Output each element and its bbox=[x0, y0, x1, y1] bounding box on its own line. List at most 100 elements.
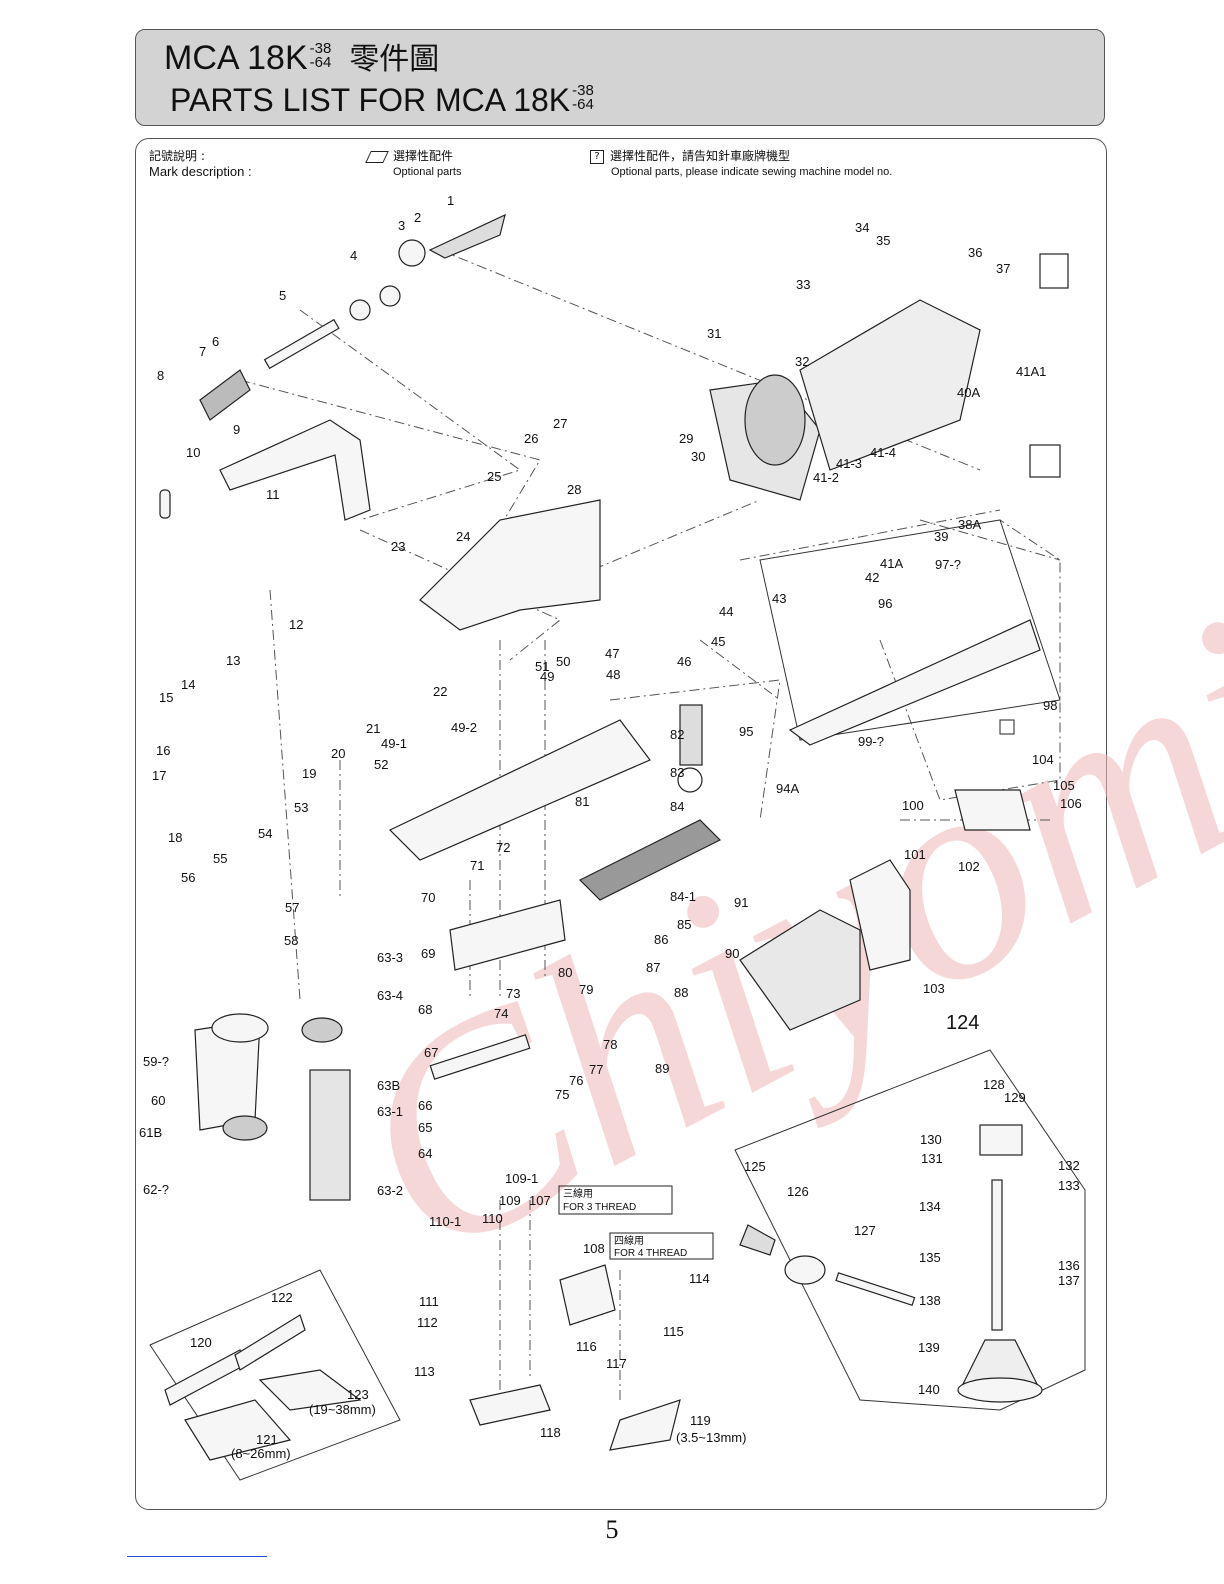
part-label: 125 bbox=[744, 1159, 766, 1174]
part-label: 46 bbox=[677, 654, 691, 669]
part-label: 105 bbox=[1053, 778, 1075, 793]
blade-121-part bbox=[184, 1399, 292, 1461]
bearing-part bbox=[349, 299, 371, 321]
part-label: 52 bbox=[374, 757, 388, 772]
part-label: 126 bbox=[787, 1184, 809, 1199]
bracket-105-part bbox=[954, 789, 1031, 831]
part-label: 63-1 bbox=[377, 1104, 403, 1119]
part-label: 97-? bbox=[935, 557, 961, 572]
part-label: 28 bbox=[567, 482, 581, 497]
part-label: 90 bbox=[725, 946, 739, 961]
part-label: 12 bbox=[289, 617, 303, 632]
part-label: 62-? bbox=[143, 1182, 169, 1197]
part-label: 137 bbox=[1058, 1273, 1080, 1288]
part-label: 60 bbox=[151, 1093, 165, 1108]
blade-123-part bbox=[258, 1369, 362, 1411]
part-label: 9 bbox=[233, 422, 240, 437]
part-label: 80 bbox=[558, 965, 572, 980]
part-label: 117 bbox=[606, 1356, 627, 1371]
part-label: 32 bbox=[795, 354, 809, 369]
title-chinese: 零件圖 bbox=[349, 42, 440, 77]
part-label: 109-1 bbox=[505, 1171, 538, 1186]
part-label: 84-1 bbox=[670, 889, 696, 904]
part-label: 33 bbox=[796, 277, 810, 292]
part-label: 26 bbox=[524, 431, 538, 446]
part-label: 49-1 bbox=[381, 736, 407, 751]
part-label: 59-? bbox=[143, 1054, 169, 1069]
part-label: 83 bbox=[670, 765, 684, 780]
part-label: 71 bbox=[470, 858, 484, 873]
part-label: 31 bbox=[707, 326, 721, 341]
part-label: 4 bbox=[350, 248, 357, 263]
part-label: 41-3 bbox=[836, 456, 862, 471]
part-label: 20 bbox=[331, 746, 345, 761]
part-label: 41A bbox=[880, 556, 903, 571]
part-label: 10 bbox=[186, 445, 200, 460]
part-label: 132 bbox=[1058, 1158, 1080, 1173]
spool-126-part bbox=[784, 1255, 826, 1285]
part-label: 25 bbox=[487, 469, 501, 484]
part-label: 86 bbox=[654, 932, 668, 947]
part-label: 78 bbox=[603, 1037, 617, 1052]
part-label: 75 bbox=[555, 1087, 569, 1102]
part-label: 63-4 bbox=[377, 988, 403, 1003]
part-label: 133 bbox=[1058, 1178, 1080, 1193]
part-label: 27 bbox=[553, 416, 567, 431]
blade-122-part bbox=[234, 1314, 306, 1371]
part-label: 47 bbox=[605, 646, 619, 661]
part-label: 128 bbox=[983, 1077, 1005, 1092]
question-box-icon: ? bbox=[590, 149, 604, 164]
parts-drawings bbox=[159, 213, 1069, 1461]
part-label: 139 bbox=[918, 1340, 940, 1355]
part-label: 108 bbox=[583, 1241, 605, 1256]
part-label: 84 bbox=[670, 799, 684, 814]
part-label: 124 bbox=[946, 1012, 979, 1034]
part-label: 76 bbox=[569, 1073, 583, 1088]
part-label: 138 bbox=[919, 1293, 941, 1308]
part-label: 79 bbox=[579, 982, 593, 997]
part-label: 120 bbox=[190, 1335, 212, 1350]
rod-127-part bbox=[835, 1272, 916, 1306]
title-variants: -38-64 bbox=[572, 82, 594, 113]
part-label: 122 bbox=[271, 1290, 293, 1305]
part-label: 41-2 bbox=[813, 470, 839, 485]
part-label: (8~26mm) bbox=[231, 1446, 291, 1461]
question-box bbox=[999, 719, 1015, 735]
part-label: 110 bbox=[482, 1211, 503, 1226]
blade-120-part bbox=[164, 1349, 246, 1406]
timing-belt-part bbox=[428, 213, 506, 259]
motor-body-part bbox=[799, 299, 981, 471]
presser-113-part bbox=[469, 1384, 551, 1426]
part-label: 140 bbox=[918, 1382, 940, 1397]
page-number: 5 bbox=[605, 1515, 619, 1544]
part-label: 36 bbox=[968, 245, 982, 260]
title-english: PARTS LIST FOR MCA 18K bbox=[170, 82, 571, 118]
part-label: 14 bbox=[181, 677, 195, 692]
part-label: 114 bbox=[689, 1271, 710, 1286]
part-label: 2 bbox=[414, 210, 421, 225]
part-label: 116 bbox=[576, 1339, 597, 1354]
part-label: 104 bbox=[1032, 752, 1054, 767]
part-label: 106 bbox=[1060, 796, 1082, 811]
part-label: 134 bbox=[919, 1199, 941, 1214]
part-label: 111 bbox=[419, 1294, 439, 1309]
cone-125-part bbox=[739, 1224, 776, 1256]
base-plate-52-part bbox=[388, 719, 651, 861]
part-label: 129 bbox=[1004, 1090, 1026, 1105]
part-label: 18 bbox=[168, 830, 182, 845]
housing-28-part bbox=[419, 499, 601, 631]
plate-84-part bbox=[578, 819, 722, 901]
part-label: 3 bbox=[398, 218, 405, 233]
part-label: 95 bbox=[739, 724, 753, 739]
part-label: 85 bbox=[677, 917, 691, 932]
pulley-part bbox=[398, 239, 426, 267]
part-label: 37 bbox=[996, 261, 1010, 276]
part-label: 35 bbox=[876, 233, 890, 248]
part-label: 67 bbox=[424, 1045, 438, 1060]
part-label: 61B bbox=[139, 1125, 162, 1140]
part-label: 29 bbox=[679, 431, 693, 446]
part-label: 13 bbox=[226, 653, 240, 668]
cutter-plate-67-part bbox=[429, 1034, 531, 1080]
part-label: 45 bbox=[711, 634, 725, 649]
